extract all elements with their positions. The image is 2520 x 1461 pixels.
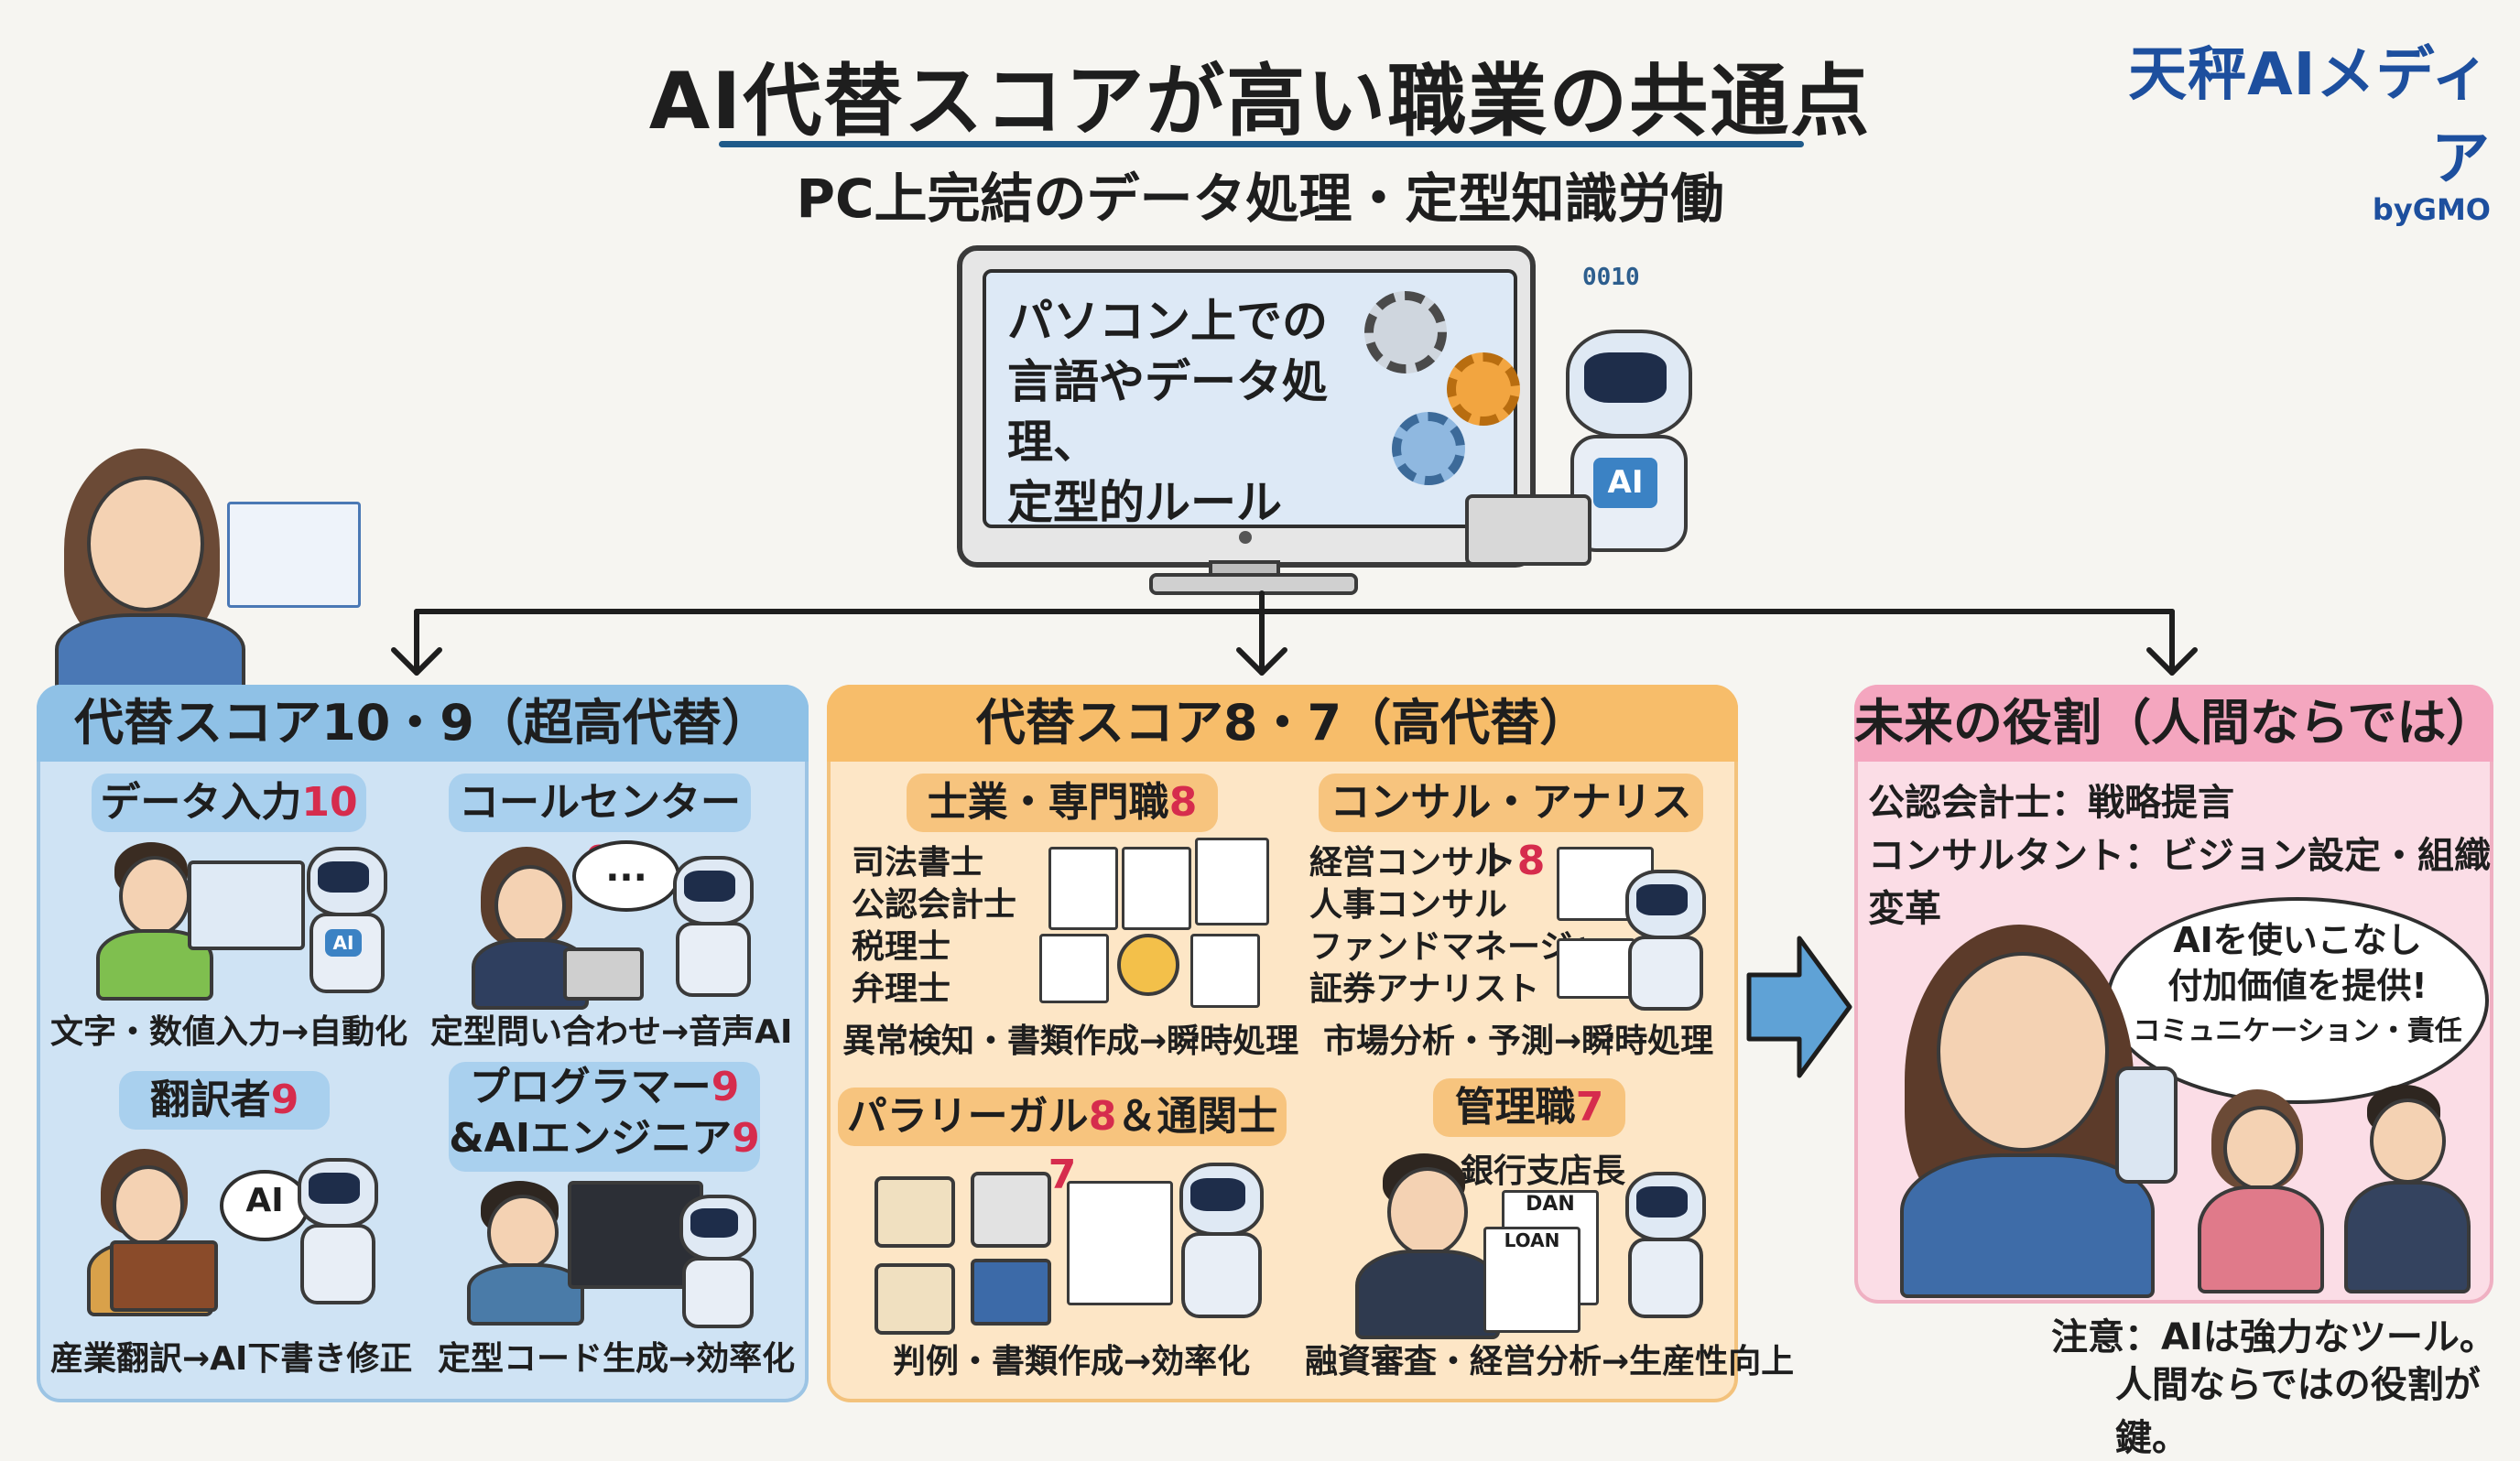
contract-document-icon: [1195, 838, 1269, 925]
job-tag-consultants: コンサル・アナリスト8: [1319, 774, 1703, 884]
score-badge: 8: [1516, 838, 1546, 884]
brand-name: 天秤AIメディア: [2128, 41, 2491, 193]
future-panel-header: 未来の役割（人間ならでは）: [1854, 685, 2496, 762]
caption-data-entry: 文字・数値入力→自動化: [50, 1013, 408, 1051]
robot-illustration: [1612, 870, 1712, 1011]
role-accountant: 公認会計士：戦略提言: [1868, 782, 2234, 824]
robot-illustration: [659, 856, 760, 997]
caption-paralegal: 判例・書類作成→効率化: [893, 1343, 1251, 1380]
laptop-icon: [563, 947, 644, 1001]
professional-job-list: 司法書士 公認会計士 税理士 弁理士: [852, 844, 1017, 1008]
high-panel-header: 代替スコア8・7（高代替）: [827, 685, 1738, 762]
patent-seal-icon: [1117, 934, 1179, 996]
ultra-high-heading: 代替スコア10・9（超高代替）: [74, 694, 771, 752]
job-tag-data-entry: データ入力10: [92, 774, 366, 832]
caption-call-center: 定型問い合わせ→音声AI: [430, 1013, 793, 1051]
score-badge: 8: [1088, 1093, 1117, 1140]
monitor-button: [1239, 531, 1252, 544]
laptop-icon: [1465, 494, 1591, 566]
robot-illustration: AI: [293, 847, 394, 993]
score-badge: 9: [711, 1064, 740, 1110]
gear-icon: [1392, 412, 1465, 485]
businessman-illustration: [1346, 1153, 1502, 1339]
screen-text: パソコン上での 言語やデータ処理、 定型的ルール: [1007, 295, 1328, 529]
speech-bubble: ...: [572, 840, 680, 912]
gear-icon: [1447, 352, 1520, 426]
caption-professionals: 異常検知・書類作成→瞬時処理: [842, 1023, 1299, 1060]
speech-bubble: AI: [220, 1170, 310, 1241]
score-badge: 10: [301, 779, 358, 826]
tablet-document-icon: [227, 502, 361, 608]
computer-icon: [188, 860, 305, 950]
businesswoman-illustration: [2189, 1089, 2326, 1293]
document-icon: [1048, 847, 1118, 930]
monitor-base: [1149, 573, 1358, 595]
speech-bubble: AIを使いこなし 付加価値を提供! コミュニケーション・責任: [2106, 897, 2489, 1104]
loan-form-icon: LOAN: [1483, 1227, 1580, 1333]
future-role-list: 公認会計士：戦略提言 コンサルタント：ビジョン設定・組織変革: [1868, 776, 2520, 936]
businessman-handshake-illustration: [2335, 1085, 2472, 1293]
caption-consultants: 市場分析・予測→瞬時処理: [1323, 1023, 1714, 1060]
future-heading: 未来の役割（人間ならでは）: [1854, 694, 2496, 752]
smartphone-robot-icon: [2115, 1066, 2178, 1184]
score-badge: 9: [270, 1077, 299, 1123]
scales-icon: [874, 1263, 955, 1335]
tax-document-icon: [1122, 847, 1191, 930]
score-badge: 8: [1168, 779, 1198, 826]
role-consultant: コンサルタント：ビジョン設定・組織変革: [1868, 835, 2491, 930]
title-underline: [719, 141, 1804, 147]
document-icon: [1190, 934, 1260, 1008]
robot-illustration: [284, 1158, 385, 1304]
brand-logo: 天秤AIメディア byGMO: [2079, 27, 2491, 227]
job-tag-professionals: 士業・専門職8: [907, 774, 1218, 832]
smiling-woman-illustration: [1882, 915, 2175, 1298]
page-subtitle: PC上完結のデータ処理・定型知識労働: [796, 168, 1724, 230]
caption-translator: 産業翻訳→AI下書き修正: [50, 1340, 413, 1378]
robot-at-laptop-illustration: AI: [1538, 330, 1712, 568]
connector-arrows: [391, 590, 2198, 676]
robot-illustration: [668, 1195, 760, 1328]
scales-icon: [874, 1176, 955, 1248]
caution-note-line1: 注意：AIは強力なツール。: [2051, 1316, 2496, 1358]
caption-manager: 融資審査・経営分析→生産性向上: [1305, 1343, 1795, 1380]
job-tag-paralegal: パラリーガル8＆通関士7: [838, 1088, 1287, 1198]
ultra-high-panel-header: 代替スコア10・9（超高代替）: [37, 685, 809, 762]
caution-note-line2: 人間ならではの役割が鍵。: [2115, 1364, 2481, 1459]
job-tag-translator: 翻訳者9: [119, 1071, 330, 1130]
job-tag-manager: 管理職7: [1433, 1078, 1625, 1137]
operator-with-headset-illustration: [462, 847, 591, 1010]
page-title: AI代替スコアが高い職業の共通点: [648, 56, 1872, 147]
certificate-icon: [1039, 934, 1109, 1003]
job-tag-call-center: コールセンター9: [449, 774, 751, 884]
score-badge: 7: [1575, 1084, 1604, 1131]
brand-by: byGMO: [2372, 192, 2491, 227]
score-badge: 9: [732, 1115, 760, 1162]
customs-stamp-icon: [971, 1259, 1051, 1326]
courthouse-icon: [971, 1172, 1051, 1248]
office-worker-illustration: [87, 842, 224, 1001]
programmer-illustration: [458, 1181, 586, 1326]
job-tag-programmer: プログラマー9 &AIエンジニア9: [449, 1062, 760, 1172]
gear-icon: [1364, 291, 1447, 373]
book-icon: [110, 1240, 218, 1312]
robot-illustration: [1612, 1172, 1712, 1318]
robot-illustration: [1163, 1163, 1273, 1318]
magnifier-document-icon: [1067, 1181, 1173, 1305]
right-arrow-icon: [1746, 936, 1852, 1078]
high-heading: 代替スコア8・7（高代替）: [975, 694, 1590, 752]
bank-branch-manager-label: 銀行支店長: [1461, 1153, 1626, 1190]
binary-code-text: 0010: [1582, 264, 1640, 291]
caption-programmer: 定型コード生成→効率化: [438, 1340, 796, 1378]
